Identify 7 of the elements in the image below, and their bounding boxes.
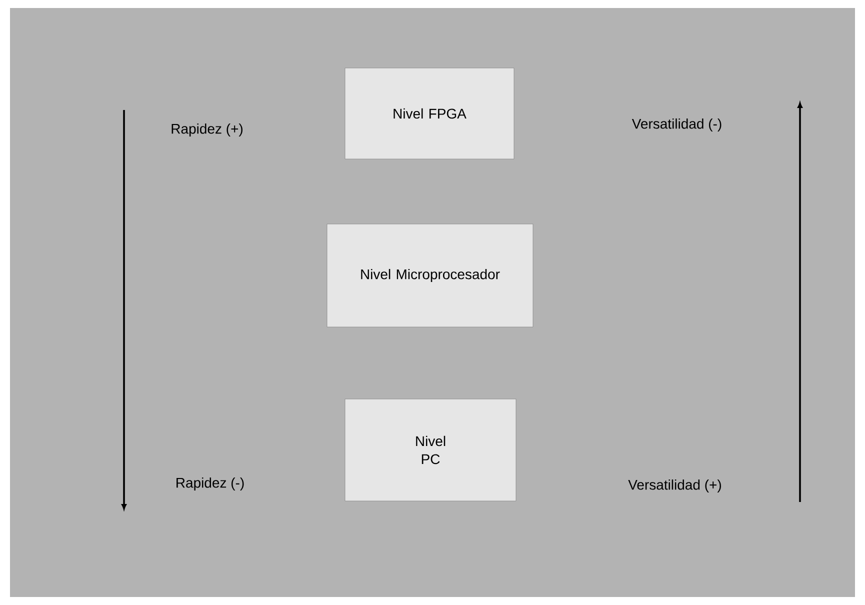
- axis-label: Versatilidad (-): [632, 118, 722, 132]
- axis-label: Rapidez (+): [172, 123, 242, 137]
- level-box: Nivel Microprocesador: [326, 224, 534, 328]
- level-box: Nivel FPGA: [344, 68, 514, 160]
- axis-label: Rapidez (-): [176, 477, 244, 491]
- axis-label: Versatilidad (+): [628, 479, 721, 493]
- level-box: Nivel PC: [344, 398, 516, 502]
